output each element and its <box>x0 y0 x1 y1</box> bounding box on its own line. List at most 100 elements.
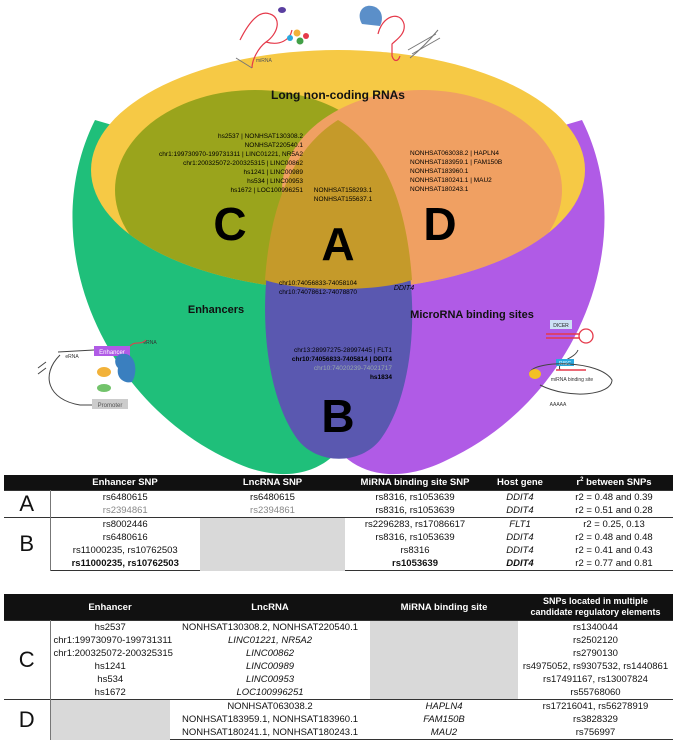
table-cell: rs8316, rs1053639 <box>345 490 485 505</box>
snp-table: Enhancer SNP LncRNA SNP MiRNA binding si… <box>4 475 673 572</box>
table-cell: LINC00953 <box>245 674 295 685</box>
region-d-letter: D <box>423 198 456 250</box>
table-cell: rs8002446 <box>50 517 200 532</box>
table-cell: hs2537 <box>50 620 170 634</box>
region-a-letter: A <box>321 218 354 270</box>
region-ac-line: chr10:74078612-74078870 <box>279 289 357 296</box>
table-cell: DDIT4 <box>485 557 555 572</box>
table-cell: r2 = 0.48 and 0.39 <box>555 490 673 505</box>
region-c-line: NONHSAT220540.1 <box>245 142 304 149</box>
region-c-line: hs1241 | LINC00989 <box>243 169 303 176</box>
table1-header-gene: Host gene <box>485 475 555 491</box>
table-cell: rs6480616 <box>102 532 148 544</box>
table-cell: rs8316, rs1053639 <box>375 532 455 544</box>
table-cell: rs2790130 <box>573 648 618 659</box>
table-cell: LINC00989 <box>245 661 295 672</box>
table2-header-lncrna: LncRNA <box>170 594 370 621</box>
table-cell: rs4975052, rs9307532, rs1440861 <box>522 661 669 672</box>
table-cell: HAPLN4 <box>370 699 518 713</box>
region-ac-line: chr10:74056833-74058104 <box>279 280 357 287</box>
binding-site-label: miRNA binding site <box>551 377 593 383</box>
region-c-line: chr1:200325072-200325315 | LINC00862 <box>183 160 303 167</box>
lncrna-label: Long non-coding RNAs <box>271 88 405 102</box>
erna-label-left: eRNA <box>65 354 79 360</box>
table-cell: r2 = 0.48 and 0.48 <box>575 532 653 544</box>
region-b-line: chr13:28997275-28997445 | FLT1 <box>294 347 392 354</box>
table-cell: r2 = 0.41 and 0.43 <box>575 545 653 557</box>
region-d-line: NONHSAT180243.1 <box>410 186 469 193</box>
table-cell: rs8316 <box>400 545 430 557</box>
table-cell: rs11000235, rs10762503 <box>50 557 200 572</box>
table-cell: rs6480615 <box>50 490 200 505</box>
table-cell: r2 = 0.77 and 0.81 <box>555 557 673 572</box>
venn-diagram: Long non-coding RNAs Enhancers MicroRNA … <box>37 5 613 475</box>
region-a <box>265 120 412 289</box>
enhancer-promoter-icon: Enhancer eRNA eRNA Promoter <box>37 339 157 409</box>
region-b-line: chr10:74056833-7405814 | DDIT4 <box>292 356 392 363</box>
table-cell: NONHSAT183959.1, NONHSAT183960.1 <box>181 714 358 725</box>
lncrna-structure-icon: miRNA <box>235 7 309 69</box>
mirna-label: MicroRNA binding sites <box>410 309 534 321</box>
mirna-risc-icon: DICER RISC miRNA binding site AAAAA <box>529 320 613 408</box>
dicer-label: DICER <box>553 323 569 329</box>
mirna-small-label: miRNA <box>256 58 272 64</box>
table-cell: LOC100996251 <box>236 687 304 698</box>
table-cell: rs17216041, rs56278919 <box>518 699 673 713</box>
table-cell: rs2296283, rs17086617 <box>345 517 485 532</box>
table1-header-lncrna: LncRNA SNP <box>200 475 345 491</box>
table-cell: LINC01221, NR5A2 <box>228 635 312 646</box>
table-cell-empty <box>200 517 345 571</box>
table-cell: r2 = 0.25, 0.13 <box>555 517 673 532</box>
table-cell: NONHSAT180241.1, NONHSAT180243.1 <box>170 726 370 740</box>
region-d-line: NONHSAT183960.1 <box>410 168 469 175</box>
polya-label: AAAAA <box>550 402 567 408</box>
table-cell: rs3828329 <box>573 714 618 725</box>
table-cell: r2 = 0.51 and 0.28 <box>575 505 653 517</box>
table-cell: rs756997 <box>518 726 673 740</box>
table-cell: rs17491167, rs13007824 <box>543 674 648 685</box>
table-cell: hs534 <box>97 674 124 685</box>
table2-header-enhancer: Enhancer <box>50 594 170 621</box>
table-cell: rs1053639 <box>345 557 485 572</box>
table-cell: rs2502120 <box>573 635 618 646</box>
table-cell: FAM150B <box>423 714 465 725</box>
region-d-line: NONHSAT183959.1 | FAM150B <box>410 159 502 166</box>
group-letter: A <box>4 490 51 518</box>
table2-header-blank <box>4 594 50 621</box>
region-d-line: NONHSAT180241.1 | MAU2 <box>410 177 492 184</box>
region-c-letter: C <box>213 198 246 250</box>
table-cell: chr1:199730970-199731311 <box>53 635 173 646</box>
region-d-line: NONHSAT063038.2 | HAPLN4 <box>410 150 499 157</box>
table-cell: chr1:200325072-200325315 <box>53 648 173 659</box>
table2-header-snps: SNPs located in multiple candidate regul… <box>518 594 673 621</box>
table1-header-enhancer: Enhancer SNP <box>50 475 200 491</box>
region-b-line: chr10:74020239-74021717 <box>314 365 392 372</box>
promoter-box-label: Promoter <box>98 403 123 409</box>
region-c-line: hs1672 | LOC100996251 <box>230 187 303 194</box>
table-cell: FLT1 <box>485 517 555 532</box>
table-cell: rs2394861 <box>250 505 295 517</box>
enhancers-label: Enhancers <box>188 304 244 316</box>
table-cell: rs11000235, rs10762503 <box>72 545 178 557</box>
erna-label-right: eRNA <box>143 340 157 346</box>
group-letter: B <box>4 517 51 571</box>
table-cell: rs55768060 <box>570 687 621 698</box>
region-ad-line: NONHSAT155637.1 <box>314 196 373 203</box>
table-cell: LINC00862 <box>245 648 295 659</box>
table-cell: rs8316, rs1053639 <box>375 505 455 517</box>
table1-header-r2: r2 between SNPs <box>555 475 673 491</box>
table-cell: DDIT4 <box>506 505 534 517</box>
table-cell: MAU2 <box>370 726 518 740</box>
table-cell: NONHSAT063038.2 <box>170 699 370 713</box>
region-b-line: hs1834 <box>370 374 392 381</box>
table-cell-empty <box>370 620 518 700</box>
region-c-line: chr1:199730970-199731311 | LINC01221, NR… <box>159 151 303 158</box>
table-cell: hs1672 <box>94 687 126 698</box>
table-cell: rs1340044 <box>518 620 673 634</box>
table-cell: DDIT4 <box>485 490 555 505</box>
table-cell: DDIT4 <box>506 545 534 557</box>
region-a-gene: DDIT4 <box>394 285 414 292</box>
regulatory-elements-table: Enhancer LncRNA MiRNA binding site SNPs … <box>4 594 673 740</box>
table1-header-mirna: MiRNA binding site SNP <box>345 475 485 491</box>
region-c-line: hs534 | LINC00953 <box>247 178 303 185</box>
